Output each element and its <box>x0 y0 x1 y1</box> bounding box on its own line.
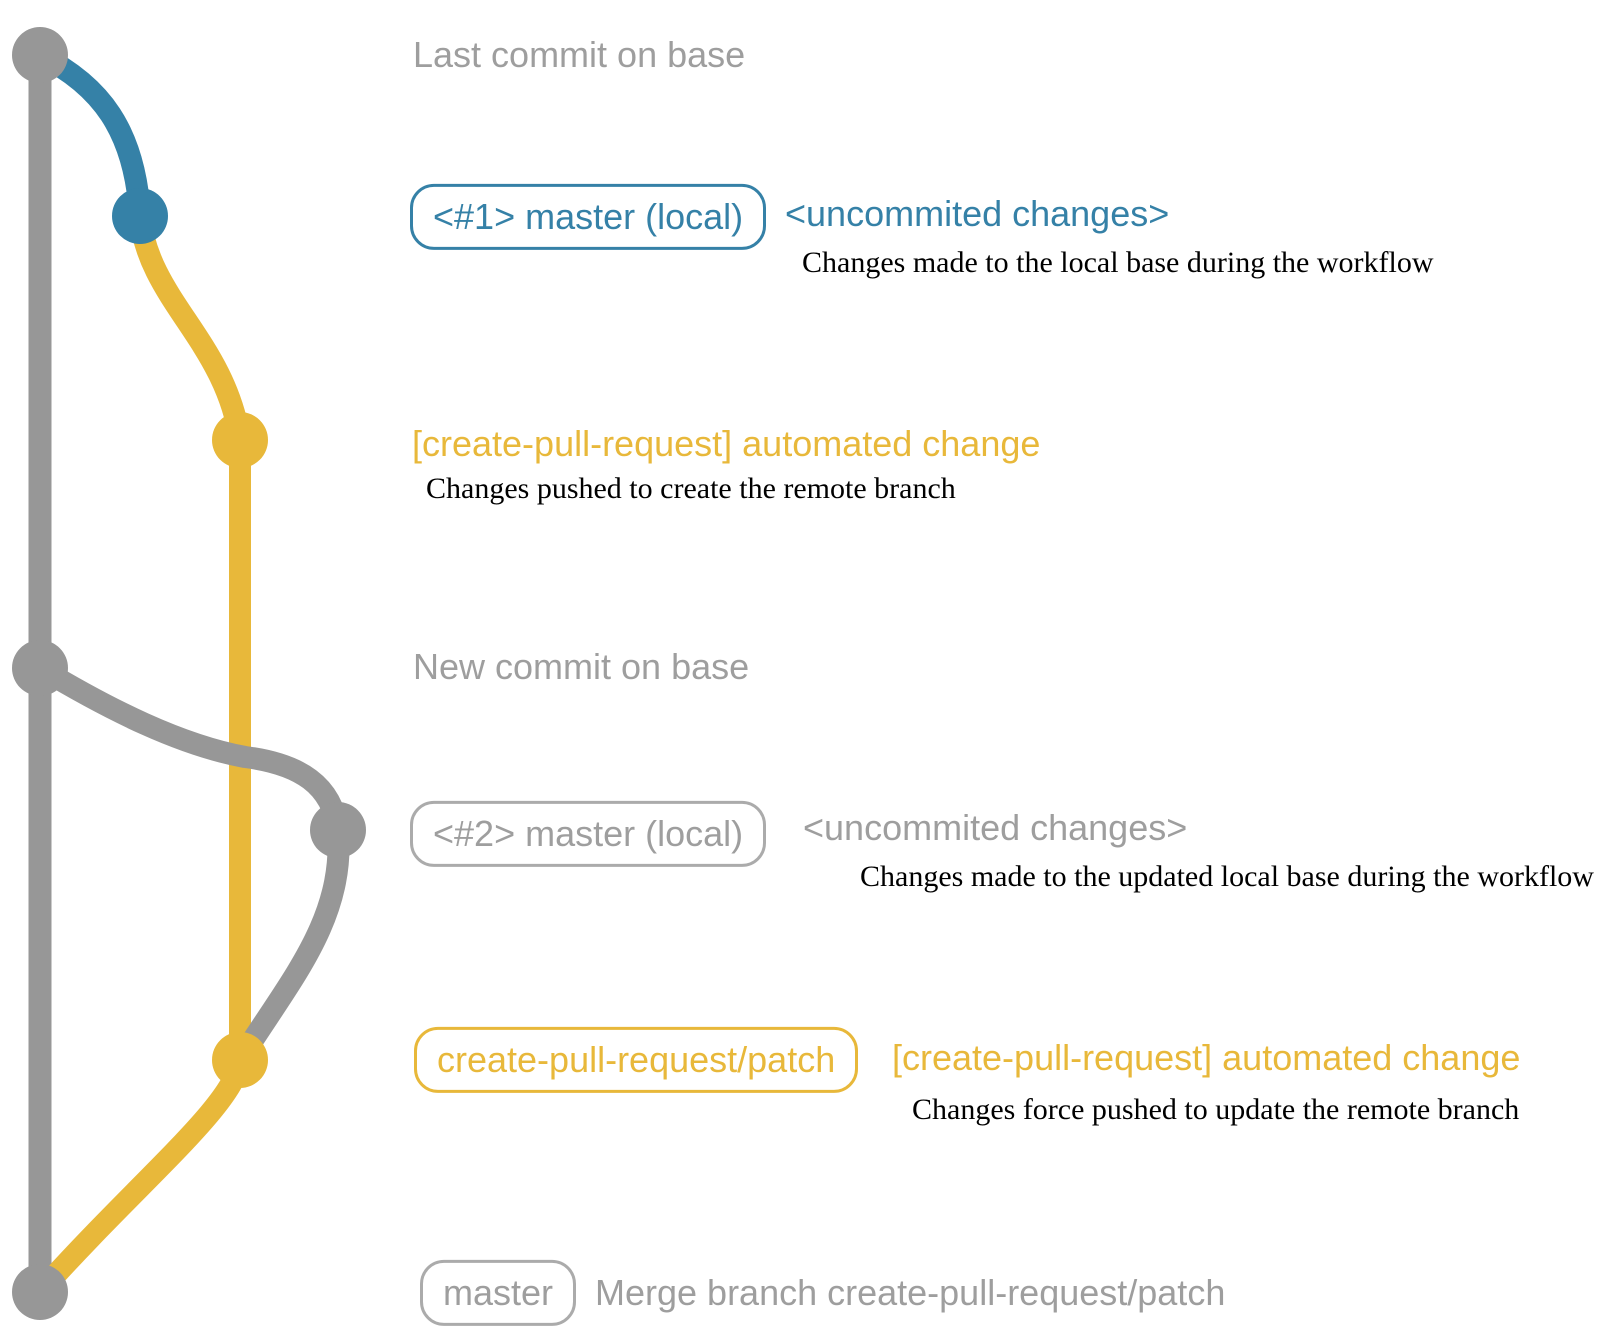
commit-message-automated-change-2: [create-pull-request] automated change <box>892 1037 1521 1078</box>
commit-message-automated-change-1: [create-pull-request] automated change <box>412 423 1041 464</box>
commit-message-merge: Merge branch create-pull-request/patch <box>595 1272 1226 1313</box>
updated-local-curve-back <box>229 819 350 1071</box>
branch-badge-master-local-1: <#1> master (local) <box>410 183 767 251</box>
label-last-commit-on-base: Last commit on base <box>413 34 746 75</box>
local-changes-curve <box>29 44 151 227</box>
commit-dot-new-base <box>12 640 68 696</box>
commit-dot-remote-2 <box>212 1032 268 1088</box>
updated-local-curve-out <box>29 657 349 841</box>
branch-badge-master-local-2: <#2> master (local) <box>410 800 767 868</box>
commit-dot-merge <box>12 1264 68 1320</box>
remote-branch-curve-up <box>129 205 251 451</box>
commit-dot-local-1 <box>112 188 168 244</box>
commit-dot-remote-1 <box>212 412 268 468</box>
commit-message-uncommited-1: <uncommited changes> <box>785 193 1170 234</box>
label-new-commit-on-base: New commit on base <box>413 646 750 687</box>
commit-dot-last-base <box>12 27 68 83</box>
description-push-1: Changes pushed to create the remote bran… <box>426 472 956 505</box>
commit-dot-local-2 <box>310 802 366 858</box>
description-local-changes-1: Changes made to the local base during th… <box>802 246 1434 279</box>
branch-badge-create-pull-request-patch: create-pull-request/patch <box>414 1026 859 1094</box>
remote-branch-merge-curve <box>29 1049 251 1303</box>
description-local-changes-2: Changes made to the updated local base d… <box>860 860 1594 893</box>
description-push-2: Changes force pushed to update the remot… <box>912 1093 1520 1126</box>
commit-message-uncommited-2: <uncommited changes> <box>803 807 1188 848</box>
branch-badge-master: master <box>420 1259 577 1327</box>
